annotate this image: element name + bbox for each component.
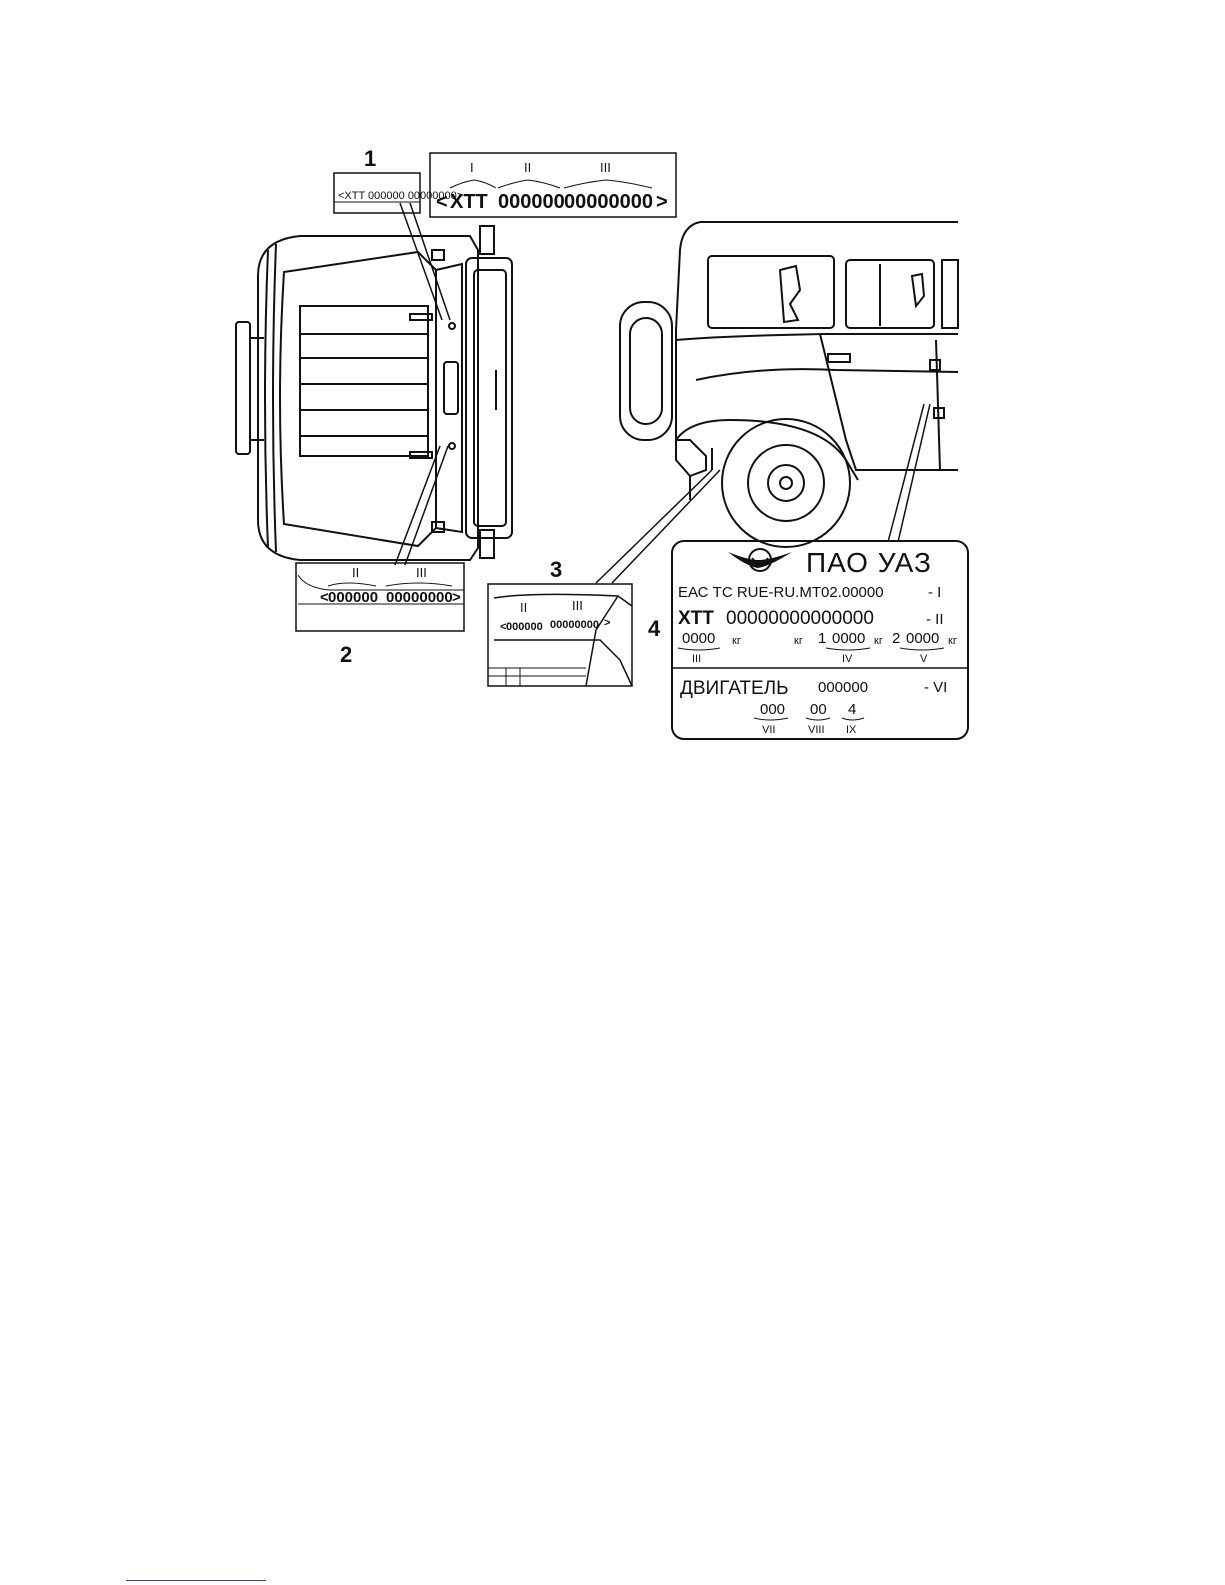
plate-field-VII: 000 [760,701,785,718]
plate-mass-total: 0000 [682,630,715,647]
vin1-part-2: 000000 [498,191,565,213]
vin2-roman-III: III [416,565,427,580]
plate-marker-V: V [920,653,928,665]
identification-plate: ПАО УАЗ ЕАС ТС RUE-RU.MT02.00000 - I XTT… [672,541,968,739]
vin1-roman-I: I [470,160,474,175]
plate-unit-kg-4: кг [948,635,957,647]
vin2-part-3: 00000000 [386,589,453,606]
plate-axle-2-mass: 0000 [906,630,939,647]
callout-2: 2 [340,642,352,667]
plate-unit-kg-1: кг [732,635,741,647]
uaz-logo-icon [728,549,792,571]
vin3-part-3: 00000000 [550,619,599,631]
vin-label-1-zoom: I II III < XTT 000000 00000000 > [430,153,676,217]
vehicle-side-view [620,222,958,547]
vehicle-top-view [236,226,512,560]
plate-engine-marker: - VI [924,679,947,696]
callout-4: 4 [648,616,661,641]
callout-3: 3 [550,557,562,582]
vin-label-3-zoom: II III < 000000 00000000 > [488,584,632,686]
plate-marker-VIII: VIII [808,724,825,736]
vin1-part-3: 00000000 [564,191,653,213]
plate-vin-number: 00000000000000 [726,608,874,629]
plate-engine-label: ДВИГАТЕЛЬ [680,678,789,699]
plate-unit-kg-2: кг [794,635,803,647]
vin-label-2-zoom: II III < 000000 00000000 > [296,563,464,631]
plate-field-VIII: 00 [810,701,827,718]
vin2-part-2: 000000 [328,589,378,606]
plate-marker-III: III [692,653,701,665]
plate-axle-1-label: 1 [818,630,826,647]
plate-unit-kg-3: кг [874,635,883,647]
svg-text:>: > [656,191,668,213]
plate-marker-VII: VII [762,724,775,736]
footnote-rule [126,1580,266,1581]
svg-text:>: > [452,589,461,606]
plate-approval-marker: - I [928,584,941,601]
plate-marker-IX: IX [846,724,857,736]
svg-text:<: < [436,191,448,213]
plate-engine-number: 000000 [818,679,868,696]
plate-marker-IV: IV [842,653,853,665]
vin1-roman-II: II [524,160,531,175]
vin3-part-2: 000000 [506,621,543,633]
plate-vin-marker: - II [926,611,944,628]
plate-brand: ПАО УАЗ [806,547,932,578]
vin1-prefix: XTT [450,191,488,213]
plate-approval: ЕАС ТС RUE-RU.MT02.00000 [678,584,884,601]
svg-text:>: > [604,617,610,629]
vin3-roman-III: III [572,598,583,613]
plate-vin-prefix: XTT [678,608,714,629]
vin2-roman-II: II [352,565,359,580]
vin3-roman-II: II [520,600,527,615]
vin1-roman-III: III [600,160,611,175]
callout-1: 1 [364,146,376,171]
plate-axle-2-label: 2 [892,630,900,647]
plate-axle-1-mass: 0000 [832,630,865,647]
plate-field-IX: 4 [848,701,856,718]
